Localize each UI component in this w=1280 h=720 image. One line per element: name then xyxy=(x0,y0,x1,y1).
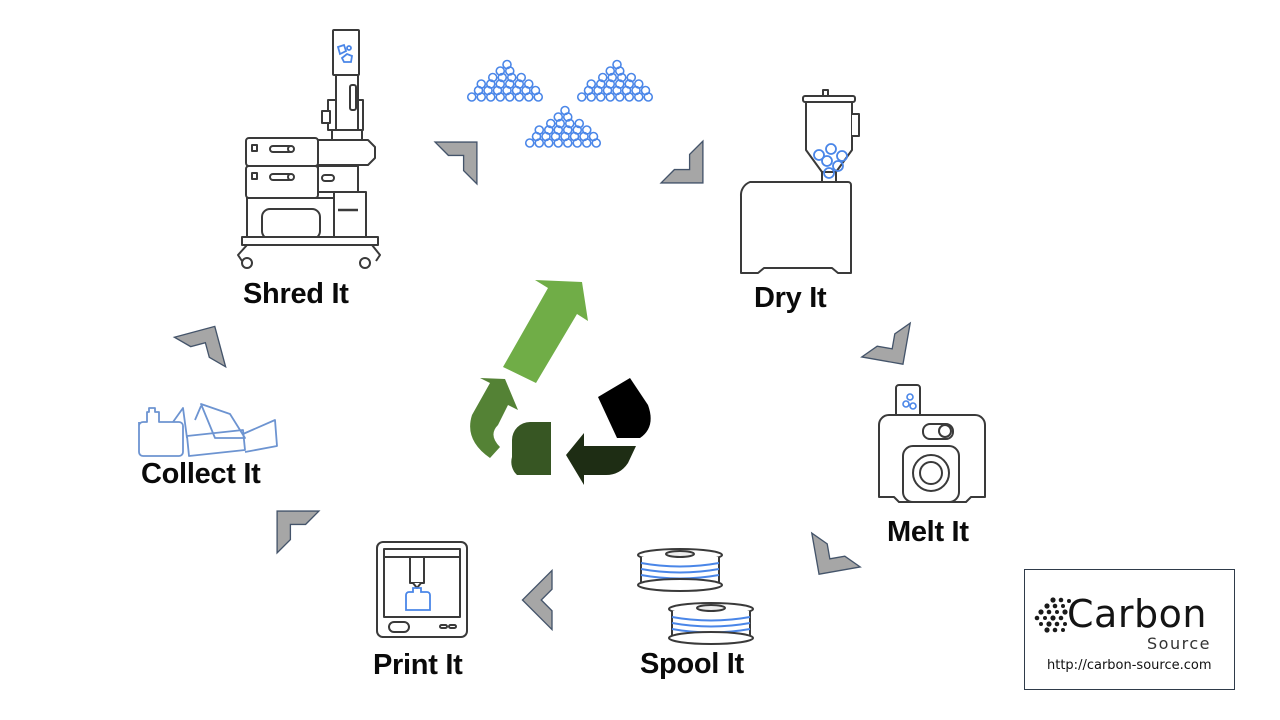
pellet xyxy=(497,72,508,83)
pellet xyxy=(485,79,496,89)
pellet xyxy=(476,79,487,89)
pellet xyxy=(553,112,564,122)
pellet xyxy=(495,79,506,89)
pellet xyxy=(504,79,515,89)
logo-dot xyxy=(1067,599,1071,603)
pellet xyxy=(626,72,637,83)
pellet xyxy=(586,79,597,89)
filament-spools-icon xyxy=(637,548,754,645)
dryer-hopper-icon xyxy=(739,89,860,274)
stage-label-collect: Collect It xyxy=(141,458,261,490)
pellet-pile-left xyxy=(466,59,544,102)
flow-chevron-icon xyxy=(172,325,227,369)
logo-subtitle: Source xyxy=(1147,634,1211,653)
logo-dot xyxy=(1054,621,1060,627)
flow-chevron-icon xyxy=(276,510,321,555)
flow-chevron-icon xyxy=(433,141,478,186)
pellet xyxy=(574,118,585,129)
3d-printer-icon xyxy=(376,541,468,638)
logo-dot xyxy=(1046,621,1052,627)
logo-dot xyxy=(1063,622,1067,626)
pellet xyxy=(564,118,575,129)
carbon-dots-icon xyxy=(1034,597,1071,633)
extruder-icon xyxy=(878,384,986,503)
plastic-waste-icon xyxy=(138,403,278,457)
pellet xyxy=(555,118,566,129)
pellet xyxy=(560,105,570,116)
pellet xyxy=(524,138,535,148)
logo-dot xyxy=(1044,627,1050,633)
logo-dot xyxy=(1038,609,1044,615)
logo-dot xyxy=(1062,609,1068,615)
logo-dot xyxy=(1058,615,1064,621)
logo-dot xyxy=(1050,615,1056,621)
spool-bottom xyxy=(668,602,754,645)
logo-dot xyxy=(1044,603,1050,609)
pellet xyxy=(597,72,608,83)
pellet xyxy=(502,59,512,70)
logo-name: Carbon xyxy=(1067,592,1207,636)
flow-chevron-icon xyxy=(810,531,862,575)
pellet xyxy=(640,85,651,96)
logo-dot xyxy=(1052,627,1058,633)
pellet xyxy=(495,66,506,76)
pellet xyxy=(612,59,622,70)
logo-dot xyxy=(1043,616,1047,620)
logo-url[interactable]: http://carbon-source.com xyxy=(1047,658,1212,673)
stage-label-melt: Melt It xyxy=(887,516,969,548)
pellet xyxy=(605,79,616,89)
logo-dot xyxy=(1034,615,1040,621)
logo-dot xyxy=(1058,597,1064,603)
recycle-arrow-bottom-right xyxy=(566,433,636,485)
pellet xyxy=(576,92,587,102)
logo-dot xyxy=(1046,609,1052,615)
spool-top xyxy=(637,548,723,592)
logo-dot xyxy=(1061,604,1065,608)
pellet-piles-icon xyxy=(466,59,654,148)
stage-label-shred: Shred It xyxy=(243,278,349,310)
pellet xyxy=(514,79,525,89)
pellet xyxy=(534,125,545,135)
flow-chevron-icon xyxy=(860,321,912,365)
recycle-arrow-bottom-left xyxy=(511,422,551,475)
pellet xyxy=(487,72,498,83)
logo-dot xyxy=(1050,597,1056,603)
recycle-arrow-left xyxy=(470,378,518,458)
pellet xyxy=(553,125,564,135)
pellet xyxy=(607,72,618,83)
pellet xyxy=(633,79,644,89)
pellet xyxy=(543,125,554,135)
pellet xyxy=(516,72,527,83)
logo-dot xyxy=(1052,603,1058,609)
logo-dot xyxy=(1039,622,1043,626)
pellet xyxy=(506,72,517,83)
recycle-arrow-right xyxy=(598,378,651,438)
pellet xyxy=(605,66,616,76)
pellet xyxy=(595,79,606,89)
pellet xyxy=(562,125,573,135)
logo-dot xyxy=(1061,628,1065,632)
recycle-symbol-icon xyxy=(470,280,651,485)
recycle-arrow-top xyxy=(503,280,588,383)
stage-label-dry: Dry It xyxy=(754,282,827,314)
pellet xyxy=(545,118,556,129)
pellet xyxy=(614,79,625,89)
pellet xyxy=(530,85,541,96)
pellet xyxy=(572,125,583,135)
pellet xyxy=(624,79,635,89)
shredder-machine-icon xyxy=(237,29,381,269)
pellet-pile-bottom xyxy=(524,105,602,148)
logo-dot xyxy=(1055,610,1059,614)
pellet xyxy=(616,72,627,83)
pellet-pile-right xyxy=(576,59,654,102)
pellet xyxy=(466,92,477,102)
flow-chevron-icon xyxy=(521,568,553,632)
pellet xyxy=(581,125,592,135)
pellet xyxy=(588,131,599,142)
stage-label-print: Print It xyxy=(373,649,463,681)
pellet xyxy=(523,79,534,89)
carbon-source-logo: Carbon Source http://carbon-source.com xyxy=(1024,569,1235,690)
stage-label-spool: Spool It xyxy=(640,648,744,680)
flow-chevron-icon xyxy=(659,139,704,184)
